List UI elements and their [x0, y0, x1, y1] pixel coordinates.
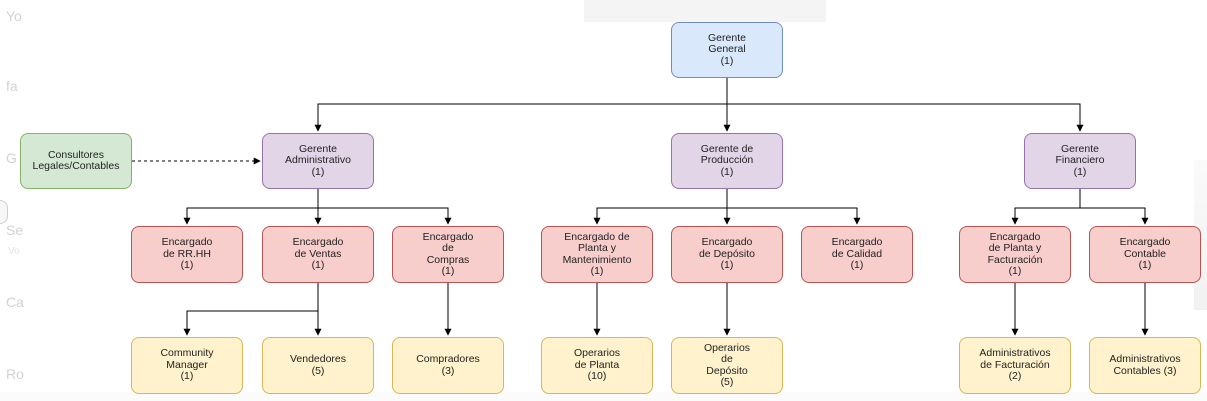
background-text: Ro: [6, 366, 24, 382]
node-encargado-compras: Encargado de Compras (1): [392, 226, 504, 283]
background-strip: [0, 392, 1207, 401]
background-text: G: [6, 150, 17, 166]
connector-line: [1080, 207, 1149, 225]
node-vendedores: Vendedores (5): [262, 337, 374, 394]
node-operarios-deposito: Operarios de Depósito (5): [671, 337, 783, 394]
background-text: Yo: [6, 8, 22, 24]
node-administrativos-facturacion: Administrativos de Facturación (2): [959, 337, 1071, 394]
node-encargado-rrhh: Encargado de RR.HH (1): [131, 226, 243, 283]
background-text: Ca: [6, 294, 24, 310]
connector-line: [183, 283, 319, 336]
connector-line: [1011, 189, 1081, 225]
node-compradores: Compradores (3): [392, 337, 504, 394]
node-encargado-planta-mantenimiento: Encargado de Planta y Mantenimiento (1): [541, 226, 653, 283]
node-consultores: Consultores Legales/Contables: [20, 133, 132, 189]
node-operarios-planta: Operarios de Planta (10): [541, 337, 653, 394]
node-gerente-financiero: Gerente Financiero (1): [1024, 133, 1136, 189]
connector-line: [183, 189, 319, 225]
connector-line: [593, 189, 728, 225]
background-text: Se: [6, 222, 24, 238]
connector-line: [727, 103, 1084, 132]
node-community-manager: Community Manager (1): [131, 337, 243, 394]
background-box: [584, 0, 826, 22]
node-gerente-administrativo: Gerente Administrativo (1): [262, 133, 374, 189]
node-gerente-produccion: Gerente de Producción (1): [671, 133, 783, 189]
node-encargado-ventas: Encargado de Ventas (1): [262, 226, 374, 283]
node-encargado-planta-facturacion: Encargado de Planta y Facturación (1): [959, 226, 1071, 283]
node-gerente-general: Gerente General (1): [671, 22, 783, 78]
background-text: Vo: [8, 246, 20, 257]
node-administrativos-contables: Administrativos Contables (3): [1089, 337, 1201, 394]
node-encargado-deposito: Encargado de Depósito (1): [671, 226, 783, 283]
background-panel-left: Yo fa G Se Vo Ca Ro: [0, 0, 130, 401]
node-encargado-contable: Encargado Contable (1): [1089, 226, 1201, 283]
connector-line: [318, 207, 452, 225]
background-text: fa: [6, 78, 18, 94]
connector-line: [314, 78, 728, 132]
node-encargado-calidad: Encargado de Calidad (1): [801, 226, 913, 283]
connector-line: [727, 207, 861, 225]
